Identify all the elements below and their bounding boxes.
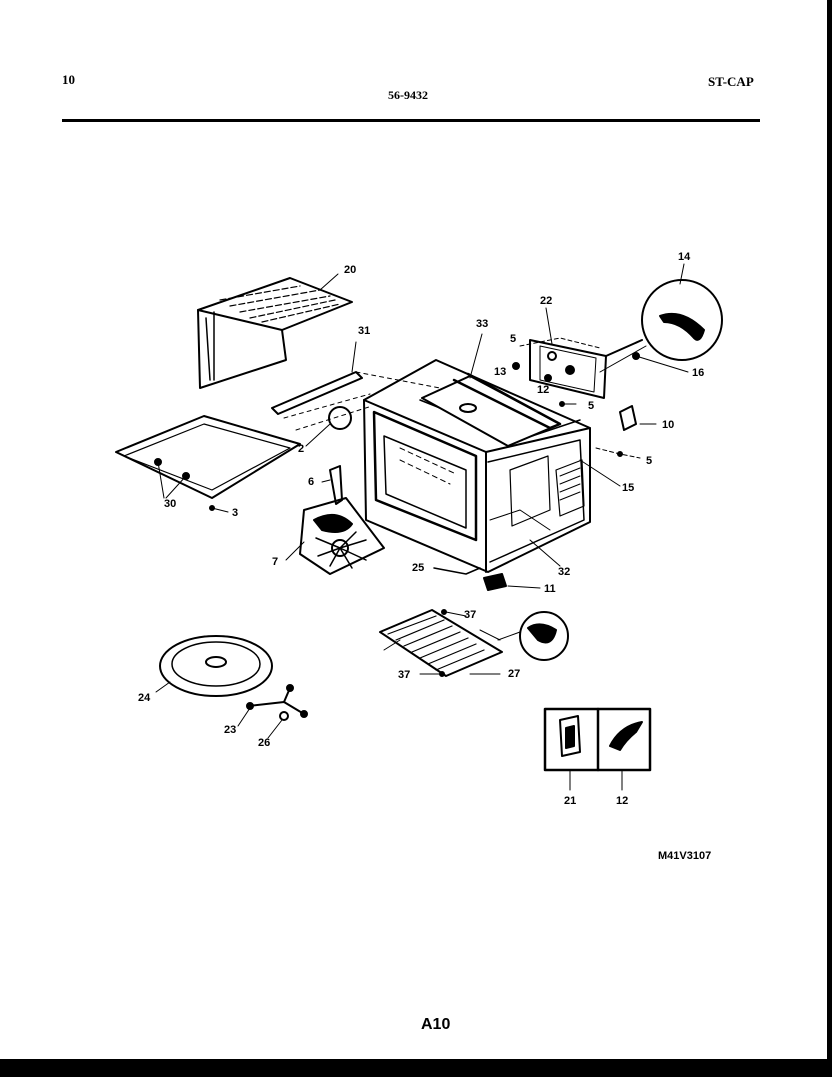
- model-number: 56-9432: [388, 88, 428, 102]
- callout-7: 7: [272, 556, 279, 568]
- top-duct-part: [421, 333, 562, 447]
- control-bracket-part: [512, 307, 607, 407]
- callout-37-bottom: 37: [398, 669, 411, 681]
- callout-11: 11: [544, 583, 556, 595]
- callout-32: 32: [558, 566, 571, 578]
- callout-5-right: 5: [646, 455, 653, 467]
- roller-support-part: [237, 684, 308, 739]
- header-rule: [62, 119, 760, 122]
- plate-part: [619, 405, 637, 431]
- callout-16: 16: [692, 367, 705, 379]
- callout-37-top: 37: [464, 609, 477, 621]
- drawing-id: M41V3107: [658, 850, 712, 862]
- callout-6: 6: [308, 476, 315, 488]
- page-number: 10: [62, 72, 75, 87]
- callout-2: 2: [298, 443, 305, 455]
- light-assembly-detail: [641, 263, 723, 361]
- rail-part: [271, 341, 363, 415]
- page-label: A10: [421, 1016, 451, 1033]
- stirrer-assembly-part: [285, 465, 385, 575]
- callout-12-lower: 12: [616, 795, 629, 807]
- callout-21: 21: [564, 795, 577, 807]
- callout-24: 24: [138, 692, 151, 704]
- turntable-tray-part: [155, 635, 273, 697]
- callout-10: 10: [662, 419, 675, 431]
- scan-border-right: [827, 0, 832, 1077]
- accessory-box: [543, 707, 652, 791]
- latch-part: [483, 573, 541, 591]
- top-cover-part: [197, 277, 353, 389]
- callout-5-mid: 5: [588, 400, 595, 412]
- callout-33: 33: [476, 318, 489, 330]
- callout-12-upper: 12: [537, 384, 550, 396]
- callout-25: 25: [412, 562, 425, 574]
- callout-20: 20: [344, 264, 357, 276]
- door-panel-part: [115, 415, 301, 513]
- callout-23: 23: [224, 724, 237, 736]
- callout-14: 14: [678, 251, 691, 263]
- callout-31: 31: [358, 325, 371, 337]
- callout-5-top: 5: [510, 333, 517, 345]
- callout-15: 15: [622, 482, 635, 494]
- callout-30: 30: [164, 498, 177, 510]
- callout-3: 3: [232, 507, 239, 519]
- section-code: ST-CAP: [708, 74, 754, 89]
- callout-13: 13: [494, 366, 507, 378]
- rack-part: [379, 609, 503, 677]
- callout-27: 27: [508, 668, 521, 680]
- callout-22: 22: [540, 295, 553, 307]
- rack-clip-detail: [497, 611, 569, 661]
- scan-border-bottom: [0, 1059, 832, 1077]
- callout-26: 26: [258, 737, 271, 749]
- badge-part: [328, 406, 352, 430]
